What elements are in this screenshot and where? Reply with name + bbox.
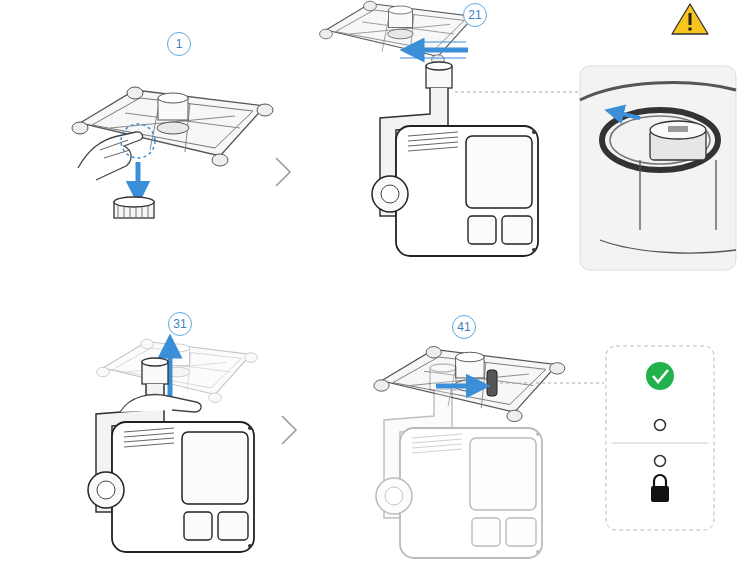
step-two-art	[320, 1, 736, 270]
lock-inset	[606, 346, 714, 530]
step-one-art	[72, 87, 273, 218]
next-chevron	[276, 158, 290, 186]
callout-number: 21	[468, 9, 481, 21]
callout-number: 31	[173, 318, 186, 330]
next-chevron	[282, 416, 296, 444]
callout-number: 1	[176, 38, 183, 50]
step-four-art	[374, 346, 714, 558]
step-callout: 31	[168, 312, 192, 336]
step-callout: 21	[463, 3, 487, 27]
lock-icon	[654, 475, 666, 487]
step-three-art	[88, 339, 257, 552]
step-callout: 1	[167, 32, 191, 56]
warning-icon	[672, 4, 708, 34]
callout-number: 41	[457, 321, 470, 333]
step-callout: 41	[452, 315, 476, 339]
check-icon	[646, 362, 674, 390]
detail-inset	[580, 66, 736, 270]
